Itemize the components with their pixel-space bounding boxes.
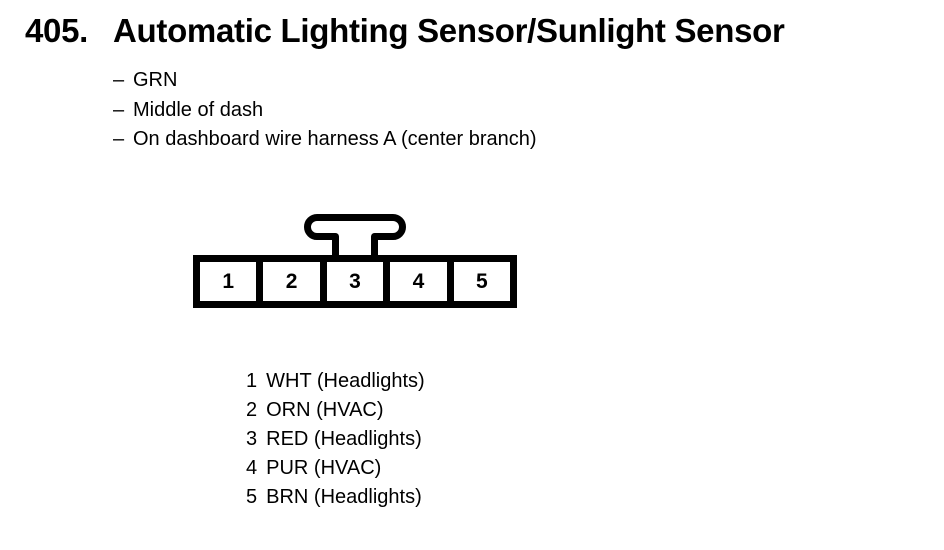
pin-cell-number: 4 (412, 269, 425, 293)
section-number: 405. (25, 12, 89, 49)
pinout-row: 4 PUR (HVAC) (246, 454, 425, 483)
pin-number: 5 (246, 486, 258, 508)
pin-wire-label: BRN (Headlights) (266, 486, 422, 508)
detail-list: – GRN – Middle of dash – On dashboard wi… (113, 66, 537, 155)
connector-latch-tab-icon (304, 214, 406, 258)
section-heading: 405. Automatic Lighting Sensor/Sunlight … (25, 12, 785, 49)
detail-item: – On dashboard wire harness A (center br… (113, 125, 537, 155)
pinout-row: 5 BRN (Headlights) (246, 483, 425, 512)
pinout-row: 2 ORN (HVAC) (246, 396, 425, 425)
pin-number: 1 (246, 370, 258, 392)
pin-wire-label: RED (Headlights) (266, 428, 422, 450)
pin-number: 2 (246, 399, 258, 421)
connector-pin-cell-2: 2 (256, 262, 320, 301)
connector-diagram: 1 2 3 4 5 (193, 255, 517, 308)
pin-wire-label: WHT (Headlights) (266, 370, 425, 392)
pin-cell-number: 2 (285, 269, 298, 293)
pin-cell-number: 3 (349, 269, 361, 293)
connector-pin-cell-4: 4 (383, 262, 447, 301)
detail-item: – Middle of dash (113, 96, 537, 126)
dash-bullet: – (113, 128, 125, 150)
pin-cell-number: 1 (222, 269, 235, 293)
dash-bullet: – (113, 69, 125, 91)
pin-number: 3 (246, 428, 258, 450)
pin-wire-label: PUR (HVAC) (266, 457, 382, 479)
pinout-row: 1 WHT (Headlights) (246, 367, 425, 396)
connector-pin-cell-3: 3 (319, 262, 384, 301)
pinout-row: 3 RED (Headlights) (246, 425, 425, 454)
dash-bullet: – (113, 98, 125, 121)
pin-cell-number: 5 (475, 269, 488, 293)
detail-text: On dashboard wire harness A (center bran… (133, 128, 537, 150)
pin-wire-label: ORN (HVAC) (266, 399, 384, 421)
detail-text: Middle of dash (133, 98, 264, 121)
connector-pin-cell-1: 1 (200, 262, 257, 301)
pinout-list: 1 WHT (Headlights) 2 ORN (HVAC) 3 RED (H… (246, 367, 425, 512)
pin-number: 4 (246, 457, 258, 479)
page-title: Automatic Lighting Sensor/Sunlight Senso… (113, 12, 785, 49)
detail-text: GRN (133, 69, 178, 91)
detail-item: – GRN (113, 66, 537, 96)
connector-pin-cell-5: 5 (446, 262, 511, 301)
